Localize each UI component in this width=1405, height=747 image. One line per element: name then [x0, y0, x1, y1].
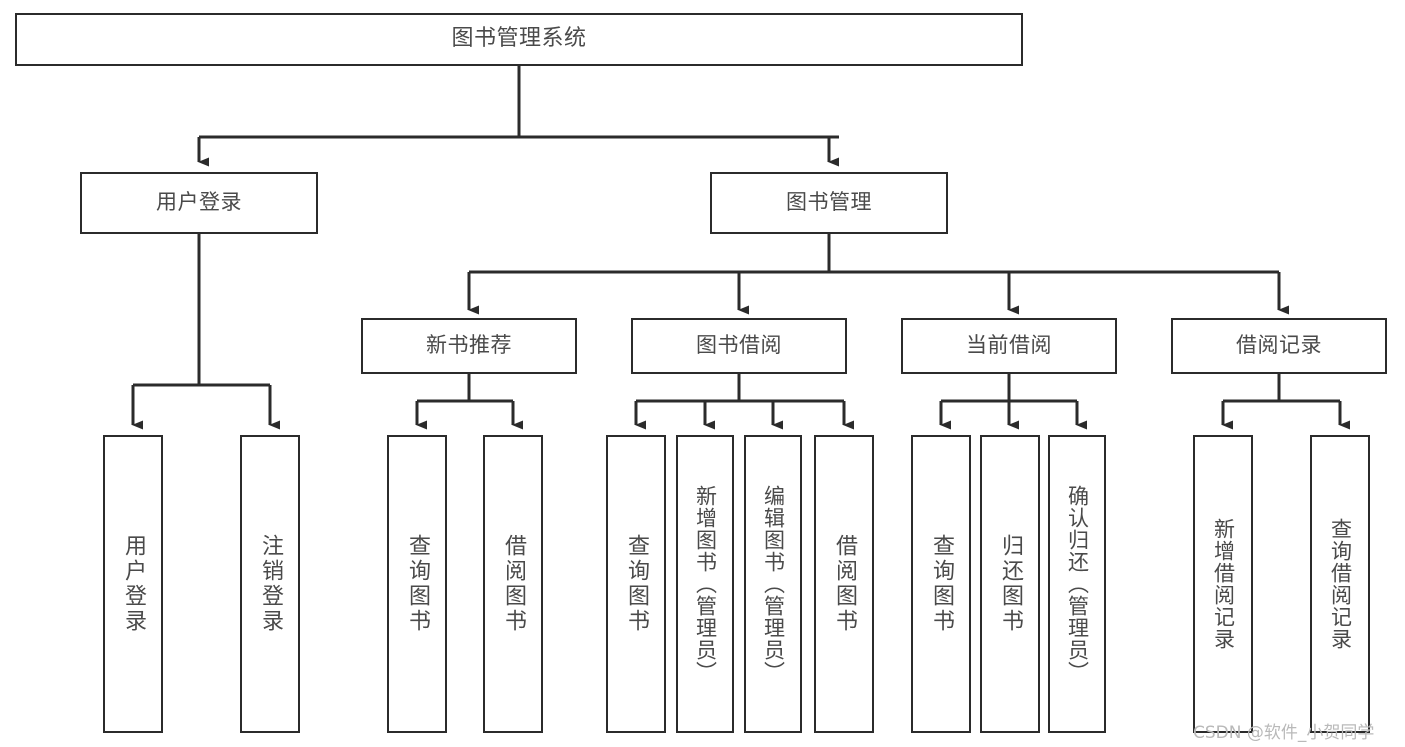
node-leaf-add-borrow-record[interactable]: 新增借阅记录	[1193, 435, 1253, 733]
node-leaf-confirm-return-admin[interactable]: 确认归还（管理员）	[1048, 435, 1106, 733]
node-label: 借阅图书	[832, 534, 857, 634]
node-root-book-management-system[interactable]: 图书管理系统	[15, 13, 1023, 66]
node-label: 注销登录	[258, 534, 283, 634]
node-borrow-record[interactable]: 借阅记录	[1171, 318, 1387, 374]
watermark-csdn: CSDN @软件_小贺同学	[1193, 723, 1375, 743]
node-label: 新增图书（管理员）	[693, 485, 718, 683]
node-label: 借阅记录	[1236, 333, 1322, 358]
node-label: 图书借阅	[696, 333, 782, 358]
node-leaf-user-login[interactable]: 用户登录	[103, 435, 163, 733]
node-label: 确认归还（管理员）	[1065, 485, 1090, 683]
node-book-borrow[interactable]: 图书借阅	[631, 318, 847, 374]
node-user-login[interactable]: 用户登录	[80, 172, 318, 234]
node-leaf-borrow-book-newbook[interactable]: 借阅图书	[483, 435, 543, 733]
node-leaf-query-book-borrow[interactable]: 查询图书	[606, 435, 666, 733]
node-leaf-borrow-book-borrow[interactable]: 借阅图书	[814, 435, 874, 733]
node-leaf-query-borrow-record[interactable]: 查询借阅记录	[1310, 435, 1370, 733]
node-label: 图书管理系统	[451, 26, 587, 52]
node-label: 用户登录	[156, 190, 242, 215]
node-label: 编辑图书（管理员）	[761, 485, 786, 683]
node-label: 归还图书	[998, 534, 1023, 634]
node-label: 新增借阅记录	[1211, 518, 1236, 650]
node-leaf-query-book-newbook[interactable]: 查询图书	[387, 435, 447, 733]
node-book-management[interactable]: 图书管理	[710, 172, 948, 234]
node-leaf-logout[interactable]: 注销登录	[240, 435, 300, 733]
node-label: 用户登录	[121, 534, 146, 634]
node-label: 查询图书	[624, 534, 649, 634]
node-label: 查询借阅记录	[1328, 518, 1353, 650]
node-leaf-return-book[interactable]: 归还图书	[980, 435, 1040, 733]
node-label: 新书推荐	[426, 333, 512, 358]
node-label: 当前借阅	[966, 333, 1052, 358]
node-new-book-recommendation[interactable]: 新书推荐	[361, 318, 577, 374]
node-label: 借阅图书	[501, 534, 526, 634]
node-current-borrow[interactable]: 当前借阅	[901, 318, 1117, 374]
node-label: 图书管理	[786, 190, 872, 215]
node-label: 查询图书	[405, 534, 430, 634]
node-leaf-add-book-admin[interactable]: 新增图书（管理员）	[676, 435, 734, 733]
node-label: 查询图书	[929, 534, 954, 634]
node-leaf-edit-book-admin[interactable]: 编辑图书（管理员）	[744, 435, 802, 733]
node-leaf-query-book-current[interactable]: 查询图书	[911, 435, 971, 733]
